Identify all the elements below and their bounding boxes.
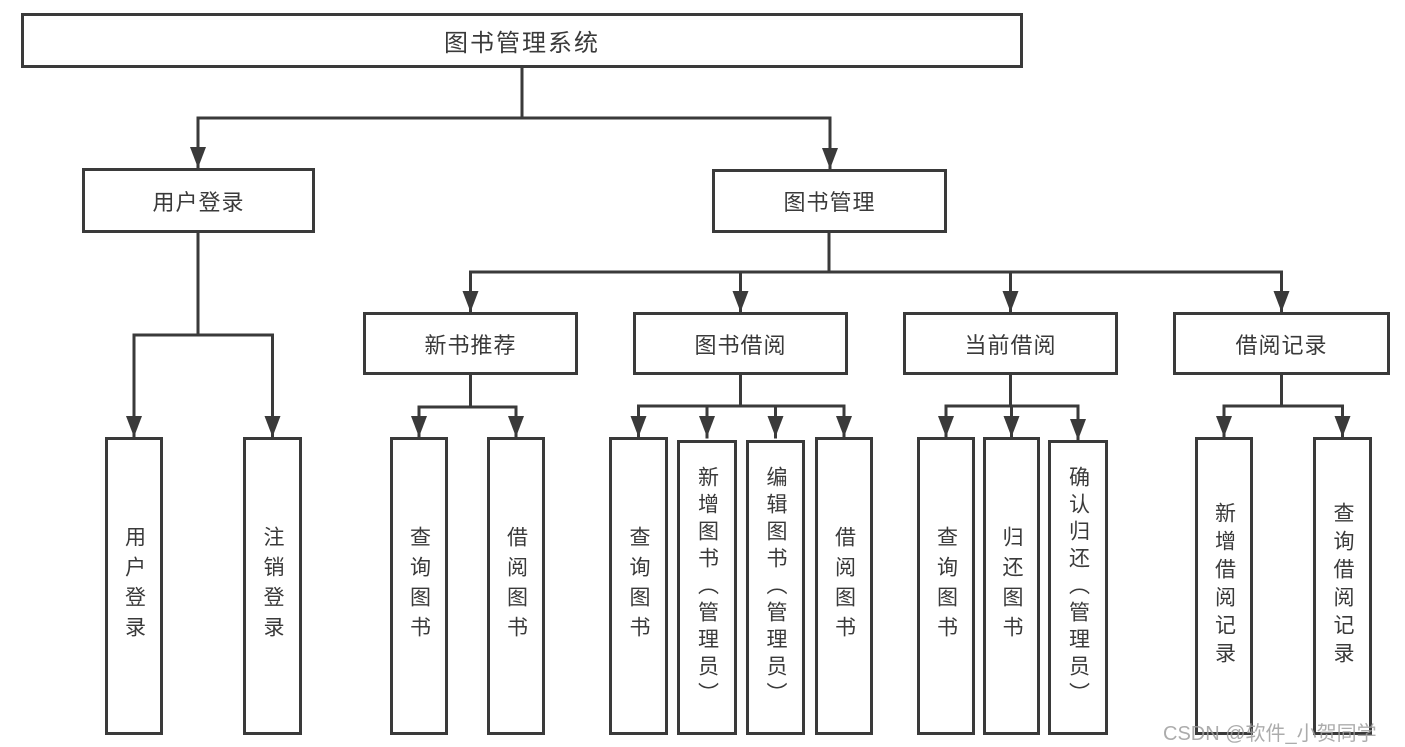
leaf-label: 查询图书 xyxy=(627,526,650,646)
node-book-mgmt-label: 图书管理 xyxy=(783,190,876,215)
leaf-label: 确认归还（管理员） xyxy=(1066,466,1090,709)
leaf-borrow-search: 查询图书 xyxy=(609,437,668,735)
connector-new-book-children xyxy=(411,373,524,439)
leaf-label: 借阅图书 xyxy=(504,526,528,646)
node-current-label: 当前借阅 xyxy=(964,332,1057,358)
node-root: 图书管理系统 xyxy=(21,13,1023,68)
connector-root-to-level2 xyxy=(190,66,838,171)
leaf-user-login-logout: 注销登录 xyxy=(243,437,302,735)
connector-borrow-children xyxy=(630,373,852,439)
node-root-label: 图书管理系统 xyxy=(444,30,600,57)
leaf-label: 借阅图书 xyxy=(832,526,856,646)
leaf-label: 新增图书（管理员） xyxy=(695,466,719,709)
node-current: 当前借阅 xyxy=(903,312,1118,375)
leaf-label: 查询借阅记录 xyxy=(1331,502,1354,670)
leaf-borrow-borrow: 借阅图书 xyxy=(815,437,873,735)
leaf-current-confirm-admin: 确认归还（管理员） xyxy=(1048,440,1108,735)
node-new-book-label: 新书推荐 xyxy=(424,332,517,358)
leaf-new-book-search: 查询图书 xyxy=(390,437,448,735)
node-borrow-label: 图书借阅 xyxy=(694,332,787,358)
node-borrow: 图书借阅 xyxy=(633,312,848,375)
leaf-label: 编辑图书（管理员） xyxy=(764,466,787,709)
leaf-new-book-borrow: 借阅图书 xyxy=(487,437,545,735)
connector-book-mgmt-to-level3 xyxy=(462,231,1290,314)
node-new-book: 新书推荐 xyxy=(363,312,578,375)
leaf-label: 查询图书 xyxy=(407,526,431,646)
leaf-records-search: 查询借阅记录 xyxy=(1313,437,1372,735)
node-records-label: 借阅记录 xyxy=(1235,332,1328,358)
leaf-label: 新增借阅记录 xyxy=(1212,502,1236,670)
leaf-label: 注销登录 xyxy=(261,526,284,646)
leaf-label: 归还图书 xyxy=(1000,526,1023,646)
connector-user-login-children xyxy=(126,231,281,439)
connector-current-children xyxy=(938,373,1086,442)
leaf-label: 查询图书 xyxy=(934,526,958,646)
leaf-current-return: 归还图书 xyxy=(983,437,1040,735)
leaf-records-add: 新增借阅记录 xyxy=(1195,437,1253,735)
leaf-user-login-login: 用户登录 xyxy=(105,437,163,735)
leaf-borrow-add-admin: 新增图书（管理员） xyxy=(677,440,737,735)
leaf-label: 用户登录 xyxy=(122,526,146,646)
node-records: 借阅记录 xyxy=(1173,312,1390,375)
node-user-login-label: 用户登录 xyxy=(152,189,245,215)
connector-records-children xyxy=(1216,373,1351,439)
node-user-login: 用户登录 xyxy=(82,168,315,233)
node-book-mgmt: 图书管理 xyxy=(712,169,947,233)
watermark-text: CSDN @软件_小贺同学 xyxy=(1163,723,1377,745)
leaf-current-search: 查询图书 xyxy=(917,437,975,735)
leaf-borrow-edit-admin: 编辑图书（管理员） xyxy=(746,440,805,735)
